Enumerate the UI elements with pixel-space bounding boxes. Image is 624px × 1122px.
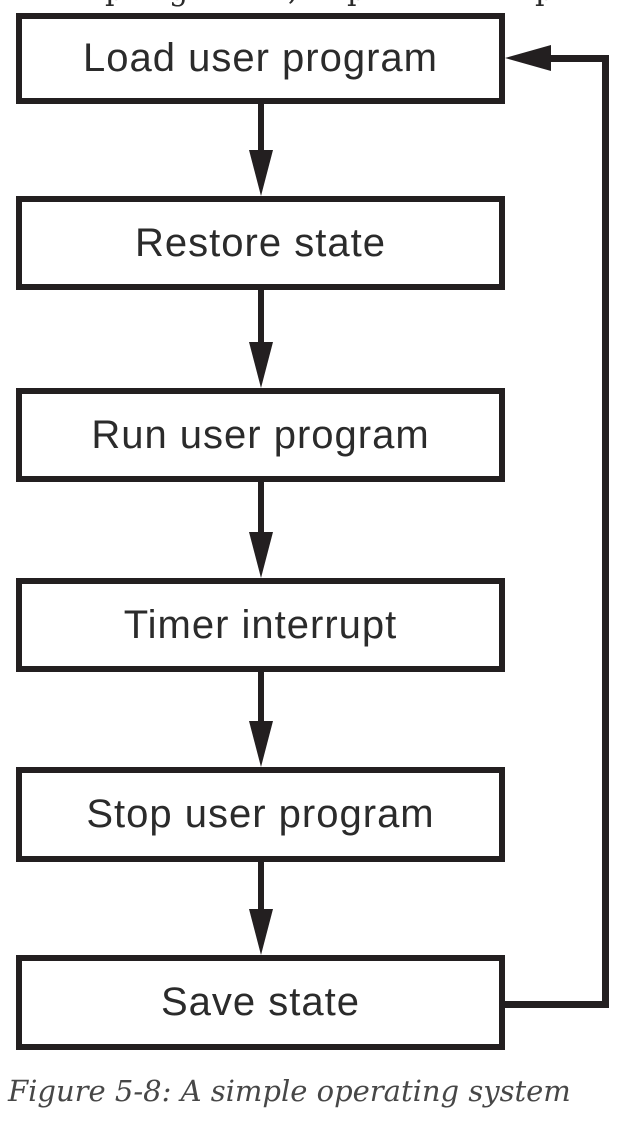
clipped-text-fragment: p: [535, 0, 554, 6]
down-arrowhead-icon: [249, 532, 273, 578]
down-arrow-stem: [258, 672, 264, 723]
down-arrowhead-icon: [249, 909, 273, 955]
flow-box-timer-interrupt: Timer interrupt: [16, 578, 505, 672]
clipped-text-fragment: ,: [288, 0, 298, 6]
flow-box-save-state: Save state: [16, 955, 505, 1050]
clipped-text-fragment: p: [105, 0, 124, 6]
flow-box-label: Run user program: [91, 412, 430, 457]
flow-box-label: Save state: [160, 980, 360, 1024]
flow-box-label: Load user program: [83, 36, 438, 80]
flow-box-run-user-program: Run user program: [16, 388, 505, 482]
feedback-line-bottom: [499, 1001, 609, 1008]
down-arrow-stem: [258, 482, 264, 534]
clipped-text-fragment: p: [347, 0, 366, 6]
down-arrow-stem: [258, 290, 264, 344]
down-arrow-stem: [258, 862, 264, 914]
feedback-line-top: [549, 55, 609, 62]
flow-box-load-user-program: Load user program: [16, 13, 505, 104]
clipped-text-fragment: g: [169, 0, 188, 6]
flow-box-label: Timer interrupt: [123, 602, 398, 647]
left-arrowhead-icon: [505, 45, 551, 71]
flow-box-label: Stop user program: [86, 792, 435, 836]
flow-box-label: Restore state: [135, 220, 386, 265]
clipped-text-line: p g , p p: [0, 0, 624, 11]
flow-box-restore-state: Restore state: [16, 196, 505, 290]
down-arrow-stem: [258, 104, 264, 152]
down-arrowhead-icon: [249, 342, 273, 388]
feedback-line-vertical: [602, 55, 609, 1008]
flow-box-stop-user-program: Stop user program: [16, 767, 505, 862]
down-arrowhead-icon: [249, 150, 273, 196]
figure-caption: Figure 5-8: A simple operating system: [8, 1074, 571, 1108]
down-arrowhead-icon: [249, 721, 273, 767]
